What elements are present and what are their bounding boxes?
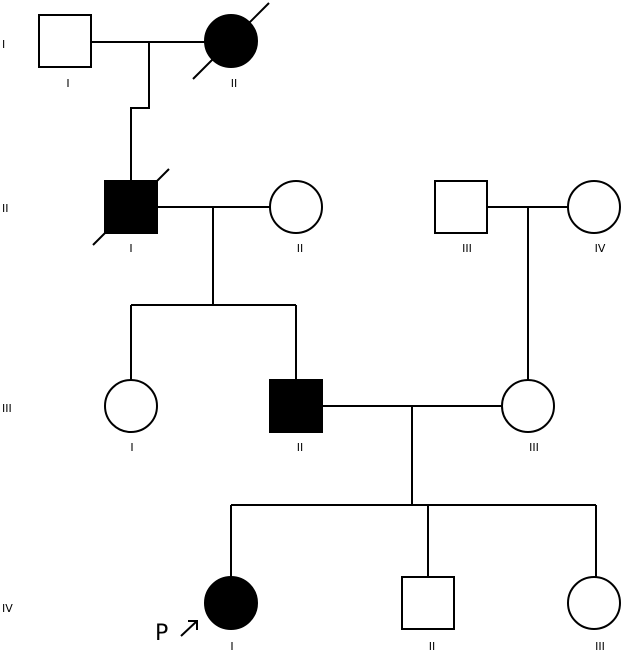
label-II-2: II [297, 242, 304, 255]
proband-label: P [155, 621, 168, 646]
label-I-2: II [231, 77, 238, 90]
individual-IV-1-affected-female-circle [204, 576, 258, 630]
label-II-3: III [462, 242, 472, 255]
individual-II-4-female-circle [567, 180, 621, 234]
descent-line-gen1 [130, 42, 150, 180]
generation-label-4: IV [2, 602, 13, 615]
individual-IV-2-male-square [401, 576, 455, 630]
individuals [38, 2, 621, 630]
label-IV-2: II [429, 640, 436, 653]
individual-III-2-affected-male-square [269, 379, 323, 433]
label-IV-1: I [230, 640, 233, 653]
label-II-4: IV [595, 242, 606, 255]
deceased-slash-II-1 [92, 168, 170, 246]
individual-III-1-female-circle [104, 379, 158, 433]
label-IV-3: III [595, 640, 605, 653]
individual-II-3-male-square [434, 180, 488, 234]
proband-arrow-icon [180, 620, 198, 637]
proband-marker: P [155, 620, 198, 646]
individual-III-3-female-circle [501, 379, 555, 433]
deceased-slash-I-2 [192, 2, 270, 80]
relationship-lines [91, 41, 597, 577]
individual-IV-3-female-circle [567, 576, 621, 630]
label-II-1: I [129, 242, 132, 255]
generation-label-3: III [2, 402, 12, 415]
generation-label-1: I [2, 38, 5, 51]
generation-label-2: II [2, 202, 9, 215]
label-III-2: II [297, 441, 304, 454]
label-I-1: I [66, 77, 69, 90]
label-III-3: III [529, 441, 539, 454]
individual-II-2-female-circle [269, 180, 323, 234]
label-III-1: I [130, 441, 133, 454]
individual-I-1-male-square [38, 14, 92, 68]
